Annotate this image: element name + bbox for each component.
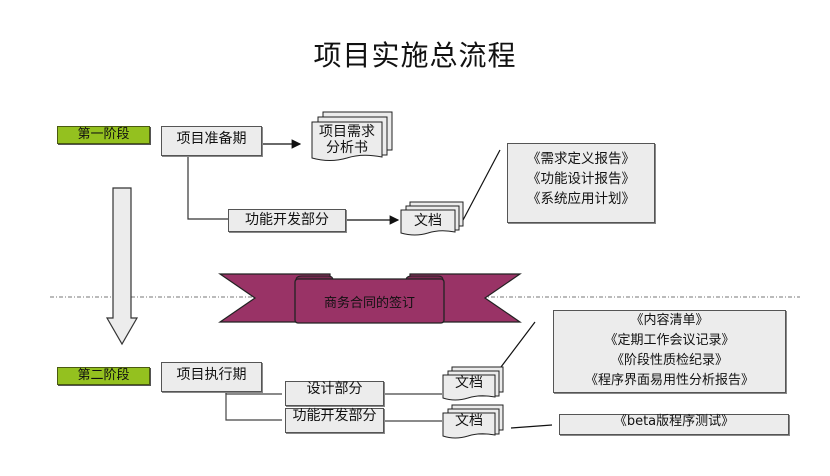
doc-stack-phase2-design: [442, 366, 504, 401]
doc-stack-phase2-dev: [442, 404, 504, 439]
doc-label-spec-line1: 项目需求: [319, 124, 375, 140]
connector-prep-to-dev: [187, 157, 228, 220]
design-part-box: 设计部分: [285, 381, 384, 406]
doc-stack-phase1-dev: [400, 201, 464, 236]
connector-exec-to-dev: [225, 391, 282, 421]
doc-label-phase2-design: 文档: [455, 375, 483, 391]
period-box-exec: 项目执行期: [161, 362, 262, 392]
connector-doc-to-deliverables: [461, 149, 501, 223]
dev-part-box-phase2: 功能开发部分: [285, 408, 384, 433]
deliverable-item: 《阶段性质检纪录》: [610, 353, 728, 368]
doc-stack-spec: [311, 111, 393, 161]
contract-ribbon: [218, 273, 522, 324]
deliverables-box-phase1: 《需求定义报告》 《功能设计报告》 《系统应用计划》: [507, 143, 655, 223]
doc-label-spec: 项目需求 分析书: [312, 124, 382, 156]
connector-doc-to-beta: [510, 424, 553, 429]
deliverable-item: 《功能设计报告》: [527, 171, 635, 187]
deliverable-item: 《程序界面易用性分析报告》: [584, 373, 754, 388]
deliverable-item: 《需求定义报告》: [527, 151, 635, 167]
deliverable-item: 《定期工作会议记录》: [604, 333, 735, 348]
page-title: 项目实施总流程: [313, 39, 517, 72]
stage-badge-phase2: 第二阶段: [57, 367, 150, 385]
deliverable-item: 《内容清单》: [630, 313, 709, 328]
dev-part-box-phase1: 功能开发部分: [228, 209, 346, 232]
contract-signing-label: 商务合同的签订: [323, 296, 415, 311]
deliverables-box-phase2-dev: 《beta版程序测试》: [559, 414, 789, 435]
doc-label-phase1-dev: 文档: [414, 213, 442, 229]
phase-transition-arrow: [105, 187, 139, 346]
deliverable-item: 《系统应用计划》: [527, 191, 635, 207]
period-box-prep: 项目准备期: [161, 126, 262, 156]
deliverables-box-phase2-design: 《内容清单》 《定期工作会议记录》 《阶段性质检纪录》 《程序界面易用性分析报告…: [553, 310, 786, 393]
doc-label-spec-line2: 分析书: [326, 140, 368, 156]
connector-doc-to-design-deliverables: [500, 321, 536, 385]
stage-badge-phase1: 第一阶段: [57, 126, 150, 144]
doc-label-phase2-dev: 文档: [455, 413, 483, 429]
